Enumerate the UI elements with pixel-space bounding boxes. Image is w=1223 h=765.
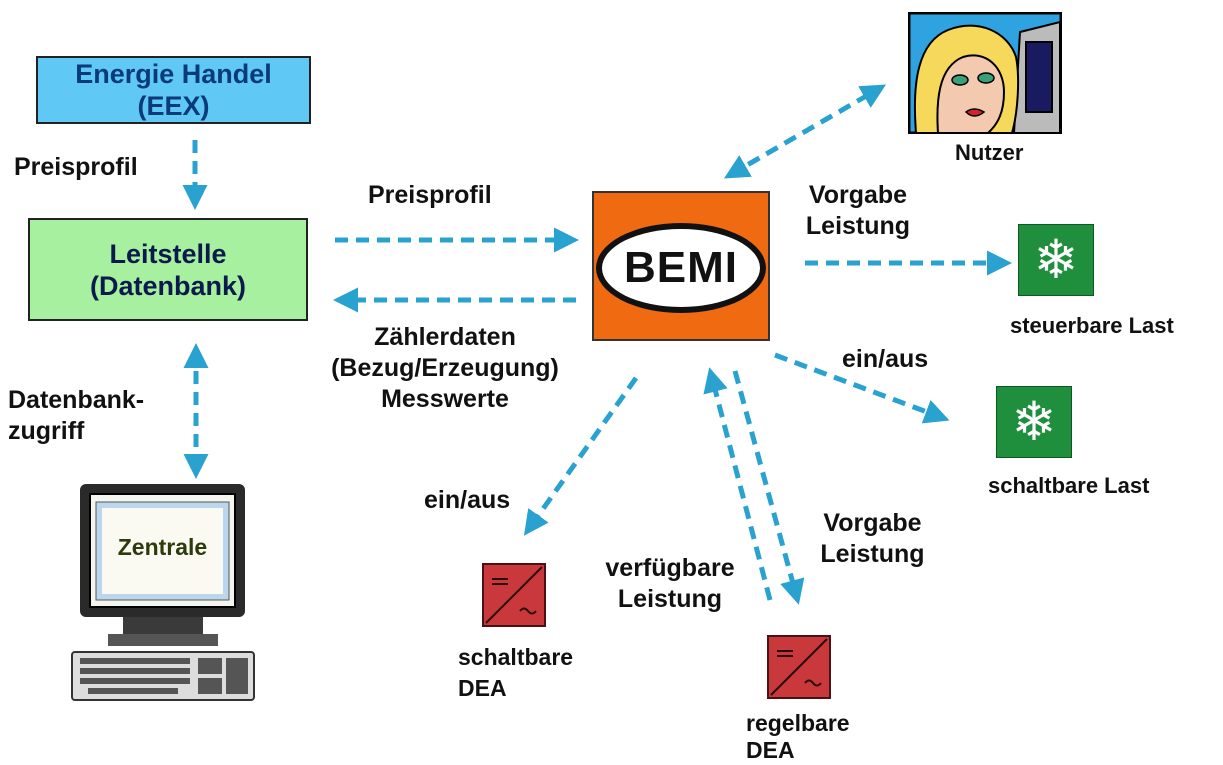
- inverter-symbol: [485, 566, 543, 624]
- schaltbare-dea-inverter-icon: [482, 563, 546, 627]
- arrow-bemi-to-schaltbare-dea: [523, 376, 639, 536]
- zaehlerdaten-label: Zählerdaten (Bezug/Erzeugung) Messwerte: [331, 323, 559, 413]
- schaltbare-last-snowflake-icon: ❄: [996, 386, 1072, 458]
- preisprofil-top-label: Preisprofil: [368, 181, 492, 209]
- bemi-label: BEMI: [624, 243, 738, 292]
- verfuegbare-leistung-label: verfügbare Leistung: [605, 554, 735, 613]
- energie-handel-box: Energie Handel (EEX): [36, 56, 311, 124]
- arrow-regelbare-dea-to-bemi: [703, 367, 773, 601]
- computer-terminal-icon: [71, 484, 255, 701]
- vorgabe-leistung-top-label: Vorgabe Leistung: [805, 181, 911, 240]
- user-at-computer-icon: [908, 12, 1062, 134]
- schaltbare-dea-label: schaltbare DEA: [458, 644, 574, 701]
- energie-handel-label: Energie Handel (EEX): [75, 59, 272, 121]
- arrow-bemi-to-regelbare-dea: [732, 370, 805, 605]
- inverter-symbol: [770, 638, 828, 696]
- ein-aus-right-label: ein/aus: [842, 345, 929, 373]
- vorgabe-leistung-bottom-label: Vorgabe Leistung: [820, 509, 925, 568]
- ein-aus-left-label: ein/aus: [424, 486, 511, 514]
- steuerbare-last-snowflake-icon: ❄: [1018, 224, 1094, 296]
- bemi-oval: BEMI: [596, 223, 766, 313]
- steuerbare-last-label: steuerbare Last: [1010, 313, 1174, 338]
- nutzer-label: Nutzer: [955, 140, 1024, 165]
- arrow-bemi-to-schaltbare-last: [774, 352, 950, 424]
- leitstelle-label: Leitstelle (Datenbank): [89, 238, 246, 301]
- preisprofil-left-label: Preisprofil: [14, 153, 138, 181]
- zentrale-label: Zentrale: [117, 534, 208, 560]
- regelbare-dea-inverter-icon: [767, 635, 831, 699]
- leitstelle-box: Leitstelle (Datenbank): [28, 218, 308, 321]
- datenbankzugriff-label: Datenbank- zugriff: [8, 386, 145, 445]
- schaltbare-last-label: schaltbare Last: [988, 473, 1150, 498]
- arrow-bemi-nutzer: [723, 84, 887, 179]
- bemi-box: BEMI: [592, 191, 770, 341]
- regelbare-dea-label: regelbare DEA: [746, 710, 850, 763]
